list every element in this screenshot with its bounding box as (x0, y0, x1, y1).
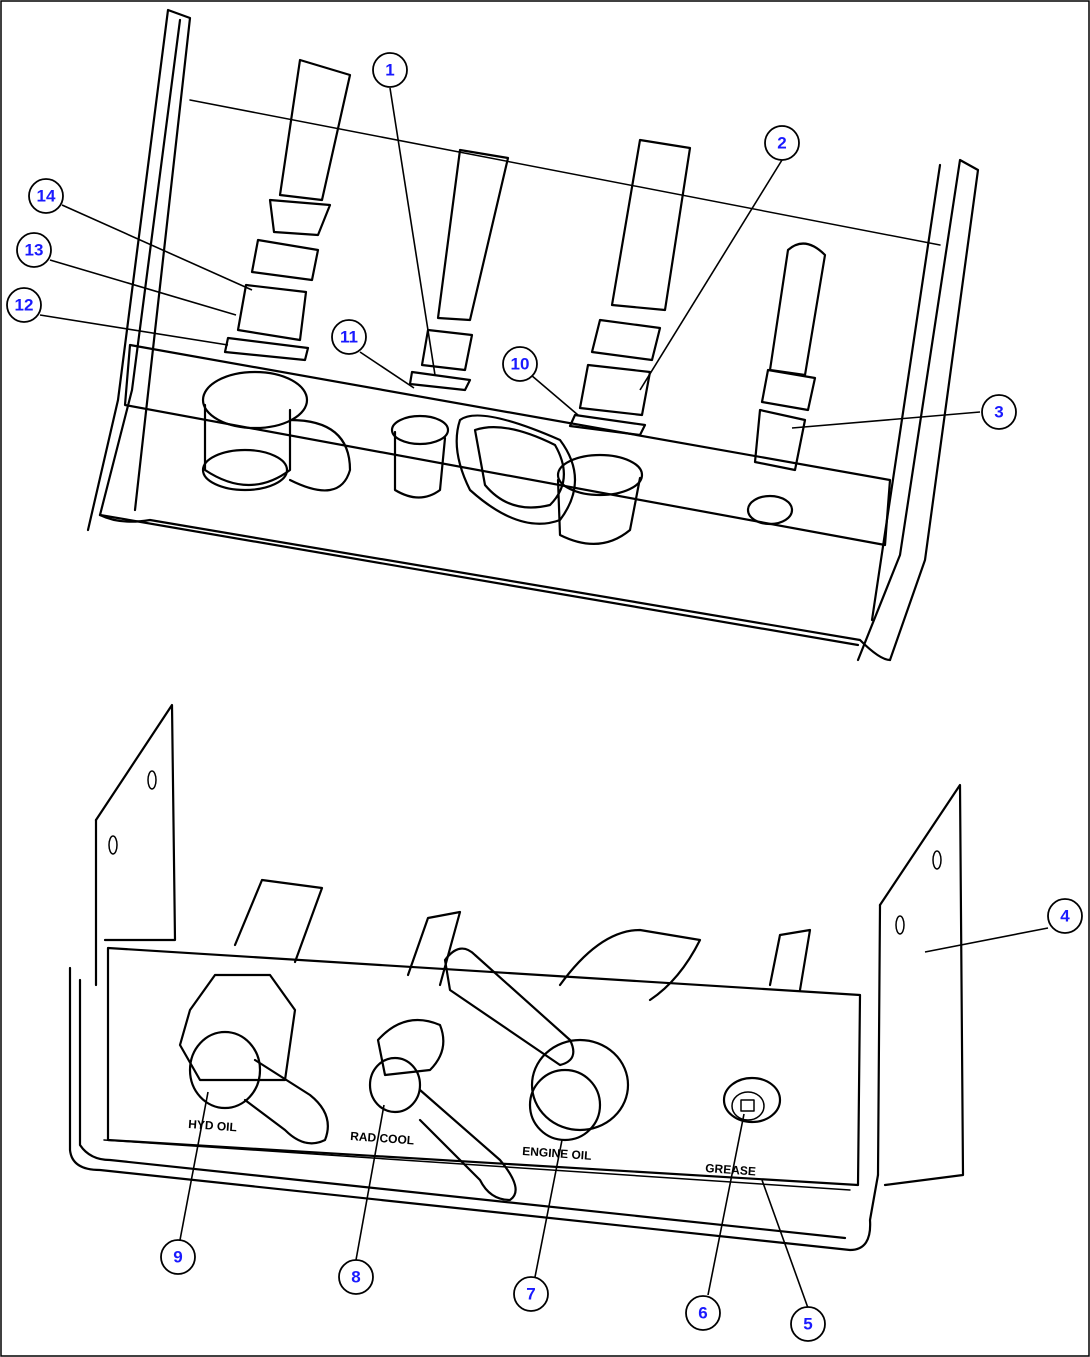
label-hyd-oil: HYD OIL (188, 1117, 238, 1134)
callout-6: 6 (685, 1295, 721, 1331)
rad-cool-coupler (368, 1018, 517, 1202)
bottom-bracket-front-plate (106, 946, 862, 1187)
label-rad-cool: RAD COOL (350, 1129, 415, 1147)
callout-14: 14 (28, 178, 64, 214)
top-fitting-left (223, 58, 352, 362)
svg-text:11: 11 (340, 328, 358, 347)
svg-text:7: 7 (526, 1285, 535, 1304)
top-bracket-base (98, 513, 892, 662)
leader-lines (39, 87, 1049, 1309)
grease-fitting (722, 1076, 782, 1124)
top-bracket-left-wall (86, 8, 192, 532)
callout-9: 9 (160, 1239, 196, 1275)
svg-text:9: 9 (173, 1248, 182, 1267)
callout-3: 3 (981, 394, 1017, 430)
bottom-bracket-right-wall (878, 783, 965, 1187)
label-grease: GREASE (705, 1161, 757, 1179)
bottom-bracket-left-wall (94, 703, 177, 942)
callout-8: 8 (338, 1259, 374, 1295)
callout-5: 5 (790, 1306, 826, 1342)
engine-oil-coupler (443, 947, 630, 1142)
svg-text:5: 5 (803, 1315, 812, 1334)
svg-text:6: 6 (698, 1304, 707, 1323)
callout-4: 4 (1047, 898, 1083, 934)
svg-text:2: 2 (777, 134, 786, 153)
svg-text:14: 14 (37, 187, 56, 206)
svg-text:12: 12 (15, 296, 34, 315)
top-bracket-assembly (86, 8, 980, 662)
callouts: 1 2 3 4 5 6 7 8 9 10 11 12 13 14 (6, 52, 1083, 1342)
top-fitting-right (568, 138, 692, 437)
callout-2: 2 (764, 125, 800, 161)
callout-11: 11 (331, 319, 367, 355)
svg-text:1: 1 (385, 61, 394, 80)
svg-text:10: 10 (511, 355, 530, 374)
top-fitting-center (408, 148, 510, 392)
top-dust-caps (201, 370, 644, 545)
callout-10: 10 (502, 346, 538, 382)
top-fitting-far-right (746, 242, 827, 526)
svg-text:4: 4 (1060, 907, 1070, 926)
callout-1: 1 (372, 52, 408, 88)
hyd-oil-coupler (178, 973, 329, 1145)
top-bracket-right-wall (856, 158, 980, 662)
callout-12: 12 (6, 287, 42, 323)
callout-7: 7 (513, 1276, 549, 1312)
bottom-bracket-assembly (68, 703, 965, 1252)
label-engine-oil: ENGINE OIL (522, 1144, 592, 1163)
svg-text:8: 8 (351, 1268, 360, 1287)
svg-text:13: 13 (25, 241, 44, 260)
panel-labels: HYD OIL RAD COOL ENGINE OIL GREASE (188, 1117, 757, 1179)
callout-13: 13 (16, 232, 52, 268)
svg-text:3: 3 (994, 403, 1003, 422)
